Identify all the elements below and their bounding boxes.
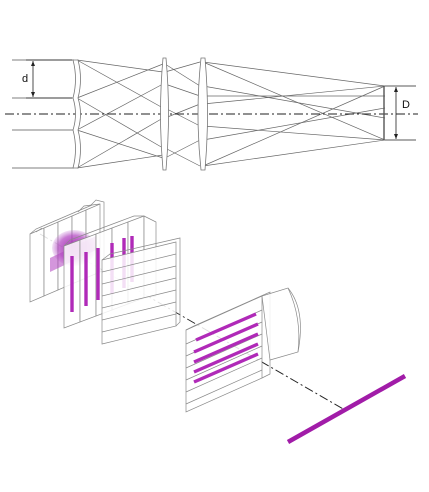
- lens-3: [197, 57, 208, 171]
- label-D: D: [402, 99, 410, 111]
- lens-array-1: [72, 59, 81, 169]
- output-line-beam: [286, 374, 407, 444]
- label-d: d: [22, 73, 28, 85]
- dimension-d: d: [22, 59, 72, 99]
- ray-diagram: d D: [5, 57, 418, 171]
- lens-2: [160, 57, 169, 171]
- cylindrical-lens-e: [261, 287, 301, 361]
- beam-slits-d: [193, 312, 259, 384]
- schematic-3d: [29, 199, 407, 444]
- plate-stack-c: [101, 237, 181, 345]
- plate-stack-d: [185, 291, 271, 413]
- dimension-D: D: [385, 85, 416, 141]
- light-rays: [76, 59, 386, 169]
